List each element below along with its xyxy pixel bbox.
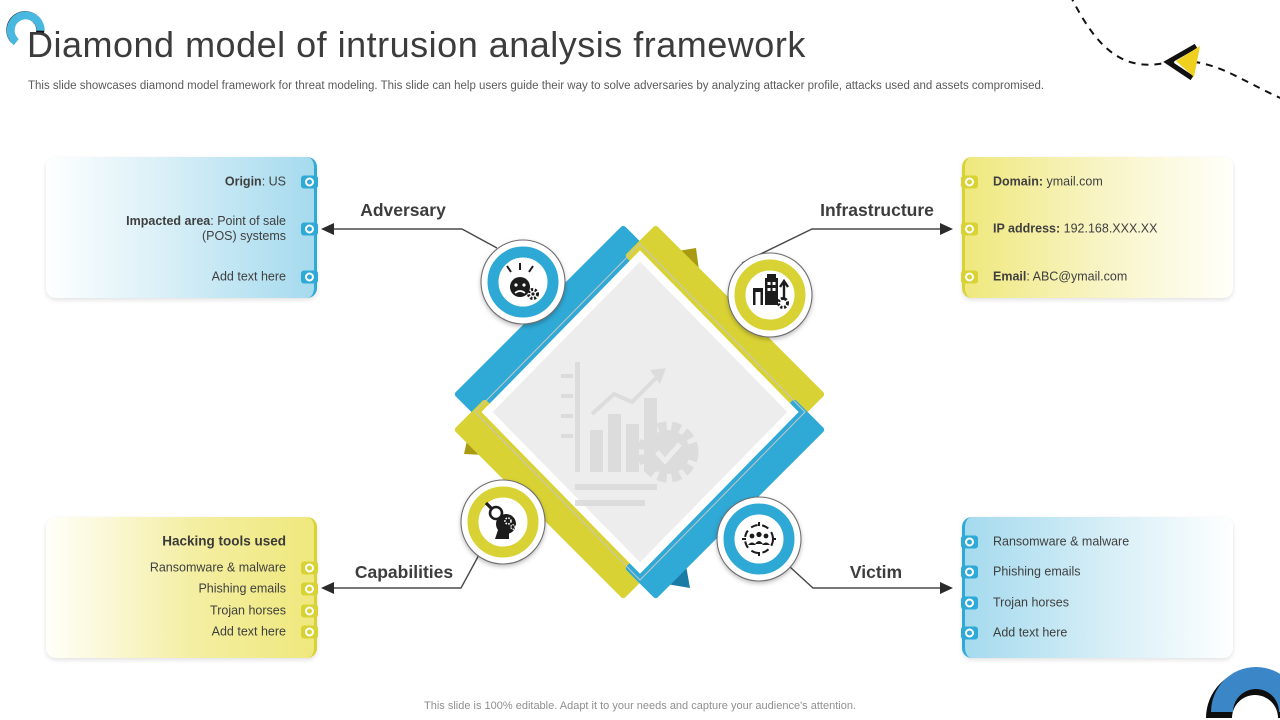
list-item: Domain: ymail.com <box>993 175 1198 190</box>
bullet-icon <box>961 626 978 640</box>
item-label: IP address: <box>993 221 1061 236</box>
item-value: Add text here <box>211 269 286 284</box>
list-item: Phishing emails <box>993 565 1198 580</box>
item-value: Ransomware & malware <box>993 534 1130 549</box>
adversary-box: Origin: US Impacted area: Point of sale … <box>46 157 318 298</box>
victim-icon <box>742 522 776 556</box>
list-item: Ransomware & malware <box>993 535 1198 550</box>
bullet-icon <box>961 596 978 610</box>
list-item: Add text here <box>81 625 286 640</box>
slide-subtitle: This slide showcases diamond model frame… <box>28 80 1045 92</box>
item-label: Impacted area <box>126 214 211 228</box>
chart-watermark-icon <box>561 362 699 506</box>
item-value: 192.168.XXX.XX <box>1060 221 1158 236</box>
list-item: Email: ABC@ymail.com <box>993 270 1198 285</box>
arch-icon <box>1206 667 1280 718</box>
infrastructure-label: Infrastructure <box>820 200 934 220</box>
ribbon-top-right <box>625 225 825 425</box>
cursor-icon <box>1163 43 1200 81</box>
item-value: : Point of sale (POS) systems <box>201 214 286 243</box>
bullet-icon <box>301 175 318 189</box>
adversary-label: Adversary <box>360 200 446 220</box>
item-value: Phishing emails <box>993 564 1081 579</box>
list-item: Trojan horses <box>993 596 1198 611</box>
bullet-icon <box>301 625 318 639</box>
item-value: Add text here <box>211 624 286 639</box>
connector-capabilities <box>321 552 481 594</box>
infrastructure-icon <box>753 274 789 309</box>
bullet-icon <box>961 175 978 189</box>
ribbon-bottom-right <box>625 399 825 599</box>
swirl-icon <box>6 11 45 46</box>
item-value: Add text here <box>993 625 1068 640</box>
item-value: ymail.com <box>1043 174 1103 189</box>
item-value: Ransomware & malware <box>149 560 286 575</box>
capabilities-icon <box>484 501 516 539</box>
infrastructure-node <box>727 252 813 338</box>
item-label: Origin <box>224 174 262 189</box>
bullet-icon <box>961 270 978 284</box>
list-item: Trojan horses <box>81 604 286 619</box>
item-value: : US <box>261 174 286 189</box>
item-value: Trojan horses <box>210 603 286 618</box>
item-label: Email <box>993 269 1027 284</box>
item-value: : ABC@ymail.com <box>1026 269 1128 284</box>
bullet-icon <box>961 535 978 549</box>
list-item: Phishing emails <box>81 582 286 597</box>
connector-infrastructure <box>741 223 953 264</box>
bullet-icon <box>301 561 318 575</box>
adversary-node <box>480 239 566 325</box>
capabilities-label: Capabilities <box>354 562 454 582</box>
list-item: IP address: 192.168.XXX.XX <box>993 222 1198 237</box>
bullet-icon <box>301 604 318 618</box>
box-header: Hacking tools used <box>162 533 286 549</box>
diamond-shape <box>474 243 806 581</box>
adversary-icon <box>506 263 539 300</box>
bullet-icon <box>301 222 318 236</box>
dashed-curve <box>1071 0 1280 99</box>
victim-label: Victim <box>849 562 903 582</box>
victim-box: Ransomware & malware Phishing emails Tro… <box>961 517 1233 658</box>
page-title: Diamond model of intrusion analysis fram… <box>27 24 806 65</box>
item-label: Domain: <box>993 174 1043 189</box>
bullet-icon <box>961 565 978 579</box>
capabilities-box: Hacking tools used Ransomware & malware … <box>46 517 318 658</box>
list-item: Add text here <box>81 270 286 285</box>
bullet-icon <box>301 270 318 284</box>
footer-note: This slide is 100% editable. Adapt it to… <box>424 700 856 712</box>
victim-node <box>716 496 802 582</box>
list-item: Add text here <box>993 626 1198 641</box>
list-item: Impacted area: Point of sale (POS) syste… <box>96 214 286 244</box>
connector-adversary <box>321 223 498 249</box>
ribbon-bottom-left <box>454 399 654 599</box>
item-value: Phishing emails <box>198 581 286 596</box>
bullet-icon <box>301 582 318 596</box>
list-item: Ransomware & malware <box>81 561 286 576</box>
connector-victim <box>789 566 953 594</box>
bullet-icon <box>961 222 978 236</box>
capabilities-node <box>460 479 546 565</box>
list-item: Origin: US <box>81 175 286 190</box>
item-value: Trojan horses <box>993 595 1069 610</box>
infrastructure-box: Domain: ymail.com IP address: 192.168.XX… <box>961 157 1233 298</box>
